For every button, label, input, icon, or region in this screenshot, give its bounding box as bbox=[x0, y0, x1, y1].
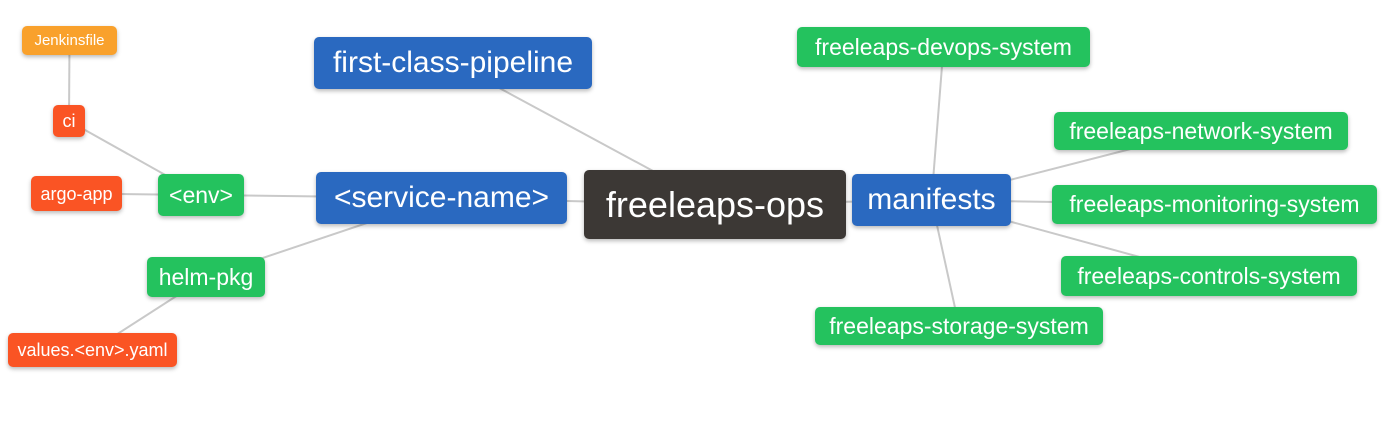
mindmap-node-freeleaps-monitoring-system[interactable]: freeleaps-monitoring-system bbox=[1052, 185, 1377, 224]
mindmap-node-freeleaps-storage-system[interactable]: freeleaps-storage-system bbox=[815, 307, 1103, 345]
mindmap-node-manifests[interactable]: manifests bbox=[852, 174, 1011, 226]
mindmap-node-first-class-pipeline[interactable]: first-class-pipeline bbox=[314, 37, 592, 89]
mindmap-node-helm-pkg[interactable]: helm-pkg bbox=[147, 257, 265, 297]
mindmap-node-jenkinsfile[interactable]: Jenkinsfile bbox=[22, 26, 117, 55]
mindmap-node-freeleaps-devops-system[interactable]: freeleaps-devops-system bbox=[797, 27, 1090, 67]
mindmap-node-freeleaps-controls-system[interactable]: freeleaps-controls-system bbox=[1061, 256, 1357, 296]
mindmap-node-service-name[interactable]: <service-name> bbox=[316, 172, 567, 224]
mindmap-node-freeleaps-ops[interactable]: freeleaps-ops bbox=[584, 170, 846, 239]
mindmap-node-env[interactable]: <env> bbox=[158, 174, 244, 216]
mindmap-node-freeleaps-network-system[interactable]: freeleaps-network-system bbox=[1054, 112, 1348, 150]
mindmap-node-values-env-yaml[interactable]: values.<env>.yaml bbox=[8, 333, 177, 367]
mindmap-node-ci[interactable]: ci bbox=[53, 105, 85, 137]
mindmap-node-argo-app[interactable]: argo-app bbox=[31, 176, 122, 211]
